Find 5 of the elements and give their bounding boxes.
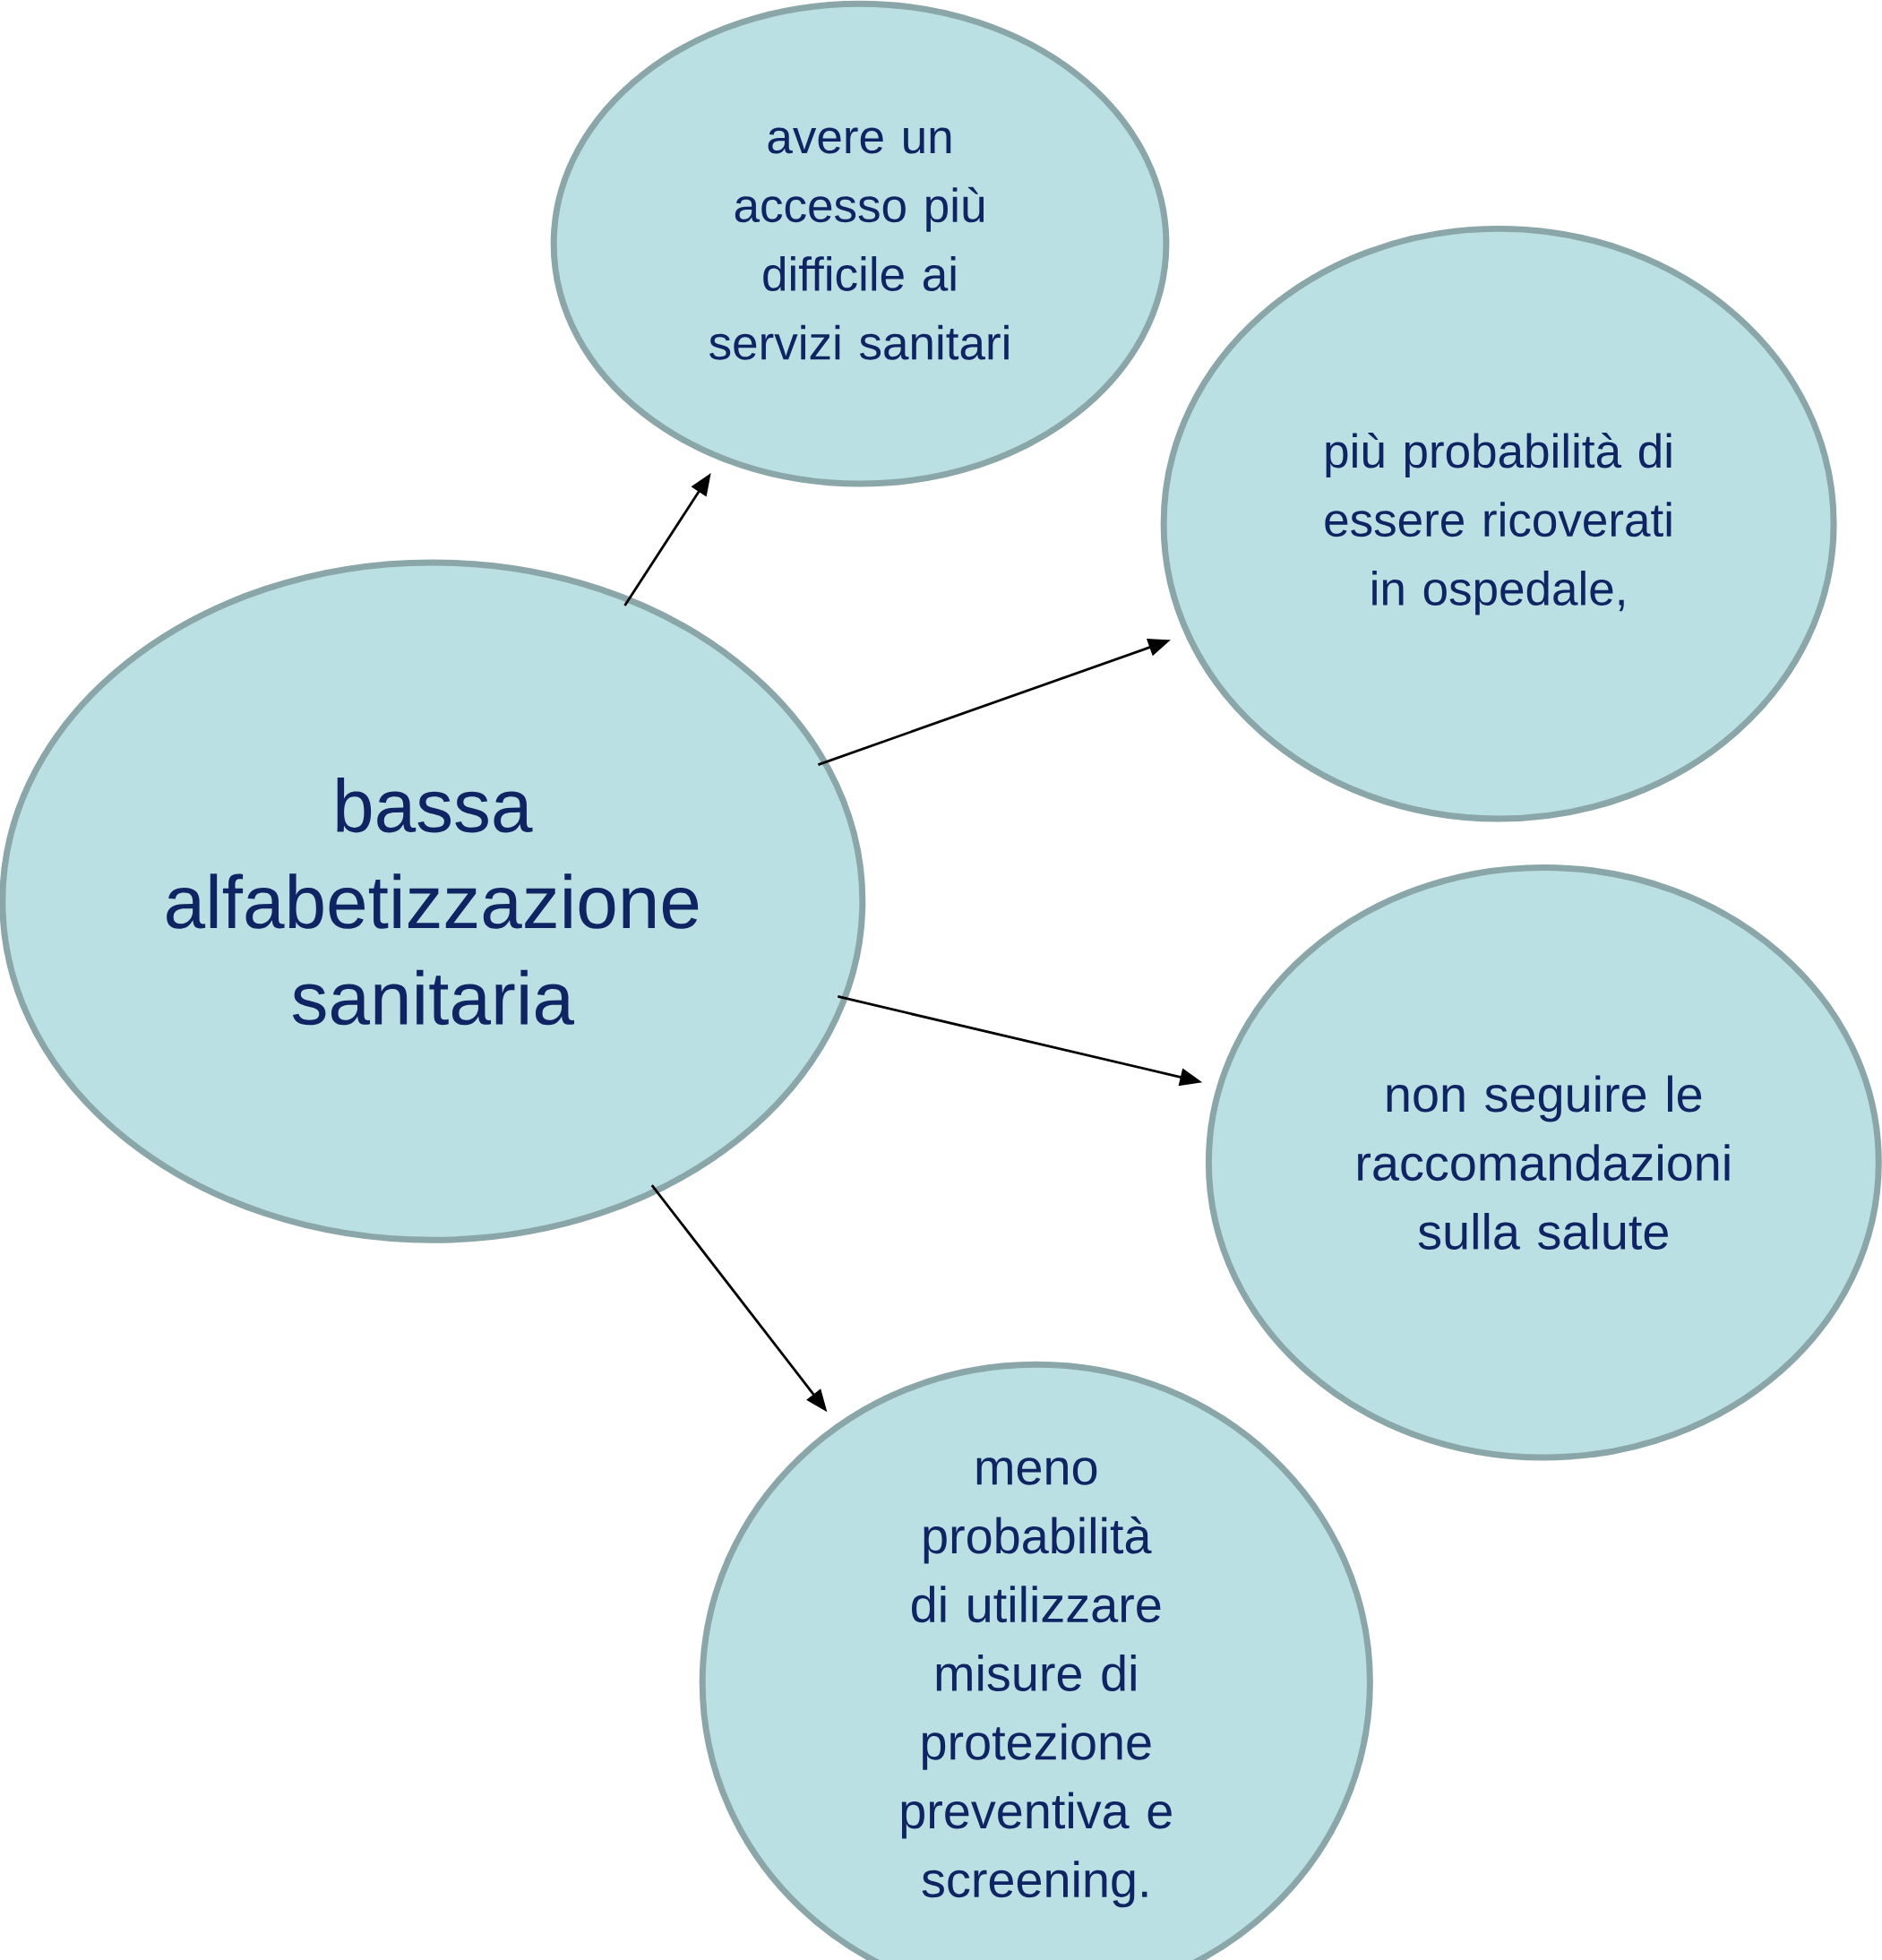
ellipse-node: meno probabilità di utilizzare misure di protezione preventiva e screening. [699, 1361, 1373, 1960]
ellipse-node: più probabilità di essere ricoverati in ospedale, [1160, 225, 1837, 822]
ellipse-node: avere un accesso più difficile ai servizi sanitari [550, 0, 1170, 487]
ellipse-node: bassa alfabetizzazione sanitaria [0, 559, 866, 1243]
ellipse-node: non seguire le raccomandazioni sulla salute [1205, 864, 1882, 1461]
